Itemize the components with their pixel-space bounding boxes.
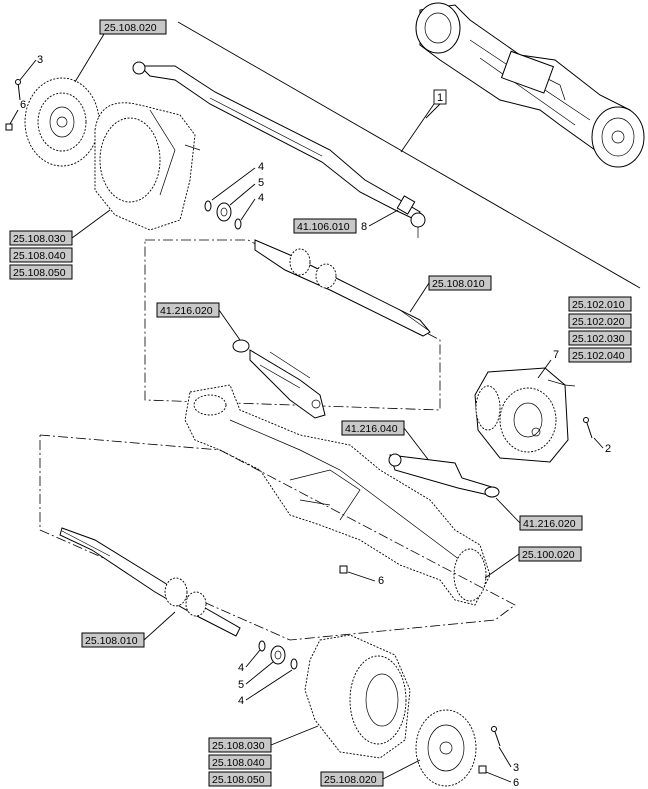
callout-upper-ring-b: 4 xyxy=(258,192,264,204)
ref-bottom-knuckle-050[interactable]: 25.108.050 xyxy=(208,771,272,787)
svg-text:41.216.020: 41.216.020 xyxy=(160,305,213,317)
ref-housing[interactable]: 25.100.020 xyxy=(518,546,582,562)
ref-left-knuckle-050[interactable]: 25.108.050 xyxy=(9,264,73,280)
ref-diff-040[interactable]: 25.102.040 xyxy=(568,347,632,363)
ref-bottom-knuckle-030[interactable]: 25.108.030 xyxy=(208,737,272,753)
svg-text:25.102.010: 25.102.010 xyxy=(572,299,625,311)
ref-upper-shaft[interactable]: 25.108.010 xyxy=(428,275,492,291)
lower-ring-part-b xyxy=(290,658,298,670)
ref-diff-020[interactable]: 25.102.020 xyxy=(568,313,632,329)
ref-left-knuckle-040[interactable]: 25.108.040 xyxy=(9,247,73,263)
upper-shaft-dashed-outline xyxy=(144,239,441,411)
svg-text:41.216.040: 41.216.040 xyxy=(345,423,398,435)
top-bolt-part xyxy=(15,79,21,101)
right-steering-cylinder xyxy=(388,453,500,498)
svg-text:25.108.030: 25.108.030 xyxy=(212,740,265,752)
ref-cylinder-left[interactable]: 41.216.020 xyxy=(156,302,220,318)
upper-bush-part xyxy=(216,202,232,222)
lower-drive-shaft xyxy=(59,527,241,637)
svg-text:41.106.010: 41.106.010 xyxy=(297,221,350,233)
lower-bush-part xyxy=(270,645,286,665)
ref-diff-010[interactable]: 25.102.010 xyxy=(568,296,632,312)
svg-text:25.108.010: 25.108.010 xyxy=(432,278,485,290)
upper-ring-part-b xyxy=(234,218,242,230)
svg-text:25.102.030: 25.102.030 xyxy=(572,333,625,345)
ref-left-knuckle-030[interactable]: 25.108.030 xyxy=(9,230,73,246)
callout-lower-ring-b: 4 xyxy=(238,695,244,707)
top-steering-knuckle xyxy=(94,102,201,231)
svg-text:25.108.020: 25.108.020 xyxy=(324,774,377,786)
svg-text:25.102.020: 25.102.020 xyxy=(572,316,625,328)
callout-bottom-bolt: 3 xyxy=(513,762,519,774)
upper-ring-part-a xyxy=(204,200,212,212)
ref-bottom-knuckle-040[interactable]: 25.108.040 xyxy=(208,754,272,770)
callout-top-nut: 6 xyxy=(20,99,26,111)
bottom-nut-part xyxy=(478,765,487,774)
svg-text:25.100.020: 25.100.020 xyxy=(522,549,575,561)
diff-bolt-part xyxy=(583,417,593,439)
axle-housing-part xyxy=(184,384,491,606)
callout-diff-bolt: 2 xyxy=(605,443,611,455)
ref-top-hub[interactable]: 25.108.020 xyxy=(99,19,167,35)
tie-rod-part xyxy=(132,61,426,238)
upper-drive-shaft xyxy=(254,239,431,337)
bottom-steering-knuckle xyxy=(304,634,411,759)
svg-text:25.102.040: 25.102.040 xyxy=(572,350,625,362)
ref-diff-030[interactable]: 25.102.030 xyxy=(568,330,632,346)
ref-cylinder-right-bottom[interactable]: 41.216.020 xyxy=(519,515,583,531)
ref-cylinder-right-top[interactable]: 41.216.040 xyxy=(341,420,405,436)
lower-shaft-dashed-outline xyxy=(39,434,516,641)
svg-text:25.108.050: 25.108.050 xyxy=(13,267,66,279)
callout-upper-ring-a: 4 xyxy=(258,161,264,173)
callout-lower-bush: 5 xyxy=(238,679,244,691)
svg-text:25.108.030: 25.108.030 xyxy=(13,233,66,245)
callout-top-bolt: 3 xyxy=(37,54,43,66)
svg-text:41.216.020: 41.216.020 xyxy=(523,518,576,530)
svg-text:25.108.010: 25.108.010 xyxy=(85,635,138,647)
svg-text:25.108.020: 25.108.020 xyxy=(104,22,157,34)
axle-assembly-overview xyxy=(415,2,645,168)
differential-part xyxy=(474,367,576,463)
ref-tie-rod[interactable]: 41.106.010 xyxy=(293,218,357,234)
lower-ring-part-a xyxy=(258,640,266,652)
svg-text:25.108.040: 25.108.040 xyxy=(212,757,265,769)
left-steering-cylinder xyxy=(232,339,326,419)
svg-text:25.108.040: 25.108.040 xyxy=(13,250,66,262)
callout-lower-ring-a: 4 xyxy=(238,662,244,674)
ref-lower-shaft[interactable]: 25.108.010 xyxy=(81,632,145,648)
callout-assembly: 1 xyxy=(400,89,447,153)
bottom-wheel-hub xyxy=(415,709,477,787)
callout-housing-nut: 6 xyxy=(378,575,384,587)
svg-text:25.108.050: 25.108.050 xyxy=(212,774,265,786)
callout-bottom-nut: 6 xyxy=(513,777,519,789)
ref-bottom-hub[interactable]: 25.108.020 xyxy=(320,771,384,787)
top-wheel-hub xyxy=(24,77,100,167)
bottom-bolt-part xyxy=(491,726,501,747)
section-divider-line xyxy=(177,21,641,289)
svg-text:1: 1 xyxy=(437,92,443,104)
housing-nut-part xyxy=(339,565,348,574)
callout-diff: 7 xyxy=(553,349,559,361)
callout-tie-rod: 8 xyxy=(361,221,367,233)
callout-upper-bush: 5 xyxy=(258,177,264,189)
top-nut-part xyxy=(5,123,13,131)
